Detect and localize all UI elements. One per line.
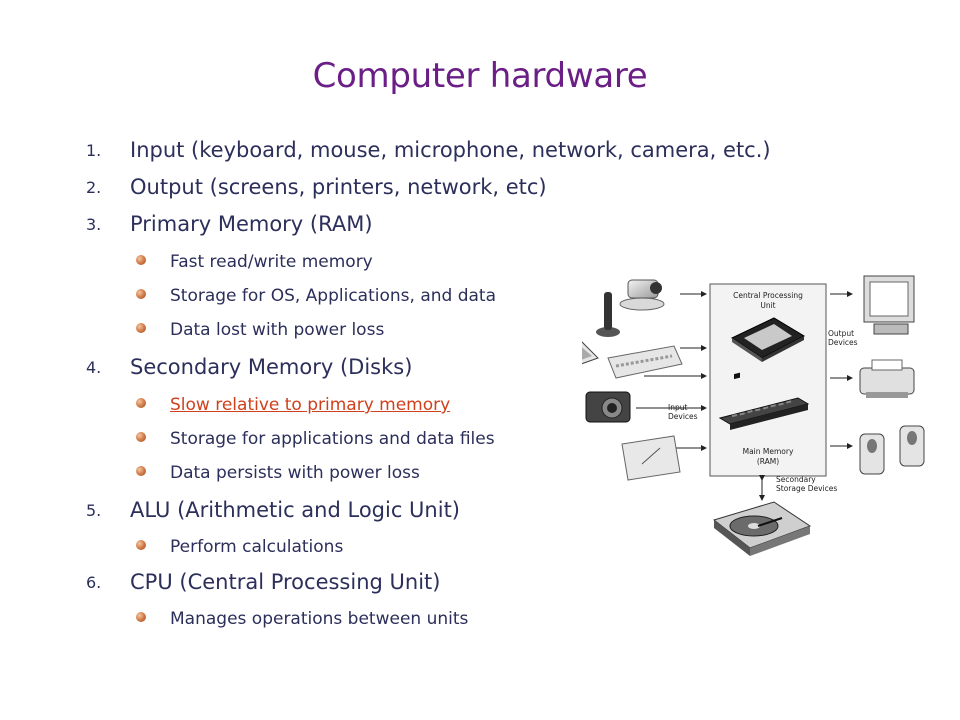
sub-item-text: Storage for OS, Applications, and data: [170, 286, 497, 306]
input-label-line2: Devices: [668, 412, 698, 421]
joystick-icon: [596, 292, 620, 337]
ram-stick-icon: [718, 372, 810, 430]
item-text: Primary Memory (RAM): [130, 212, 373, 236]
item-number: 6.: [86, 573, 102, 592]
list-item: 2. Output (screens, printers, network, et…: [86, 175, 547, 199]
sub-item: Perform calculations: [136, 537, 343, 557]
cpu-label-line2: Unit: [760, 301, 775, 310]
list-item: 1. Input (keyboard, mouse, microphone, ne…: [86, 138, 771, 162]
item-number: 5.: [86, 501, 102, 520]
sub-item: Slow relative to primary memory: [136, 395, 450, 415]
sub-item-text: Perform calculations: [170, 537, 344, 557]
item-number: 2.: [86, 178, 102, 197]
bullet-icon: [136, 540, 146, 550]
list-item: 4. Secondary Memory (Disks): [86, 355, 412, 379]
sub-item: Fast read/write memory: [136, 252, 373, 272]
sub-item-text: Data persists with power loss: [170, 463, 420, 483]
output-arrows: [830, 291, 853, 449]
sub-item-text: Manages operations between units: [170, 609, 469, 629]
main-memory-label-line2: (RAM): [757, 457, 779, 466]
printer-icon: [859, 359, 915, 398]
bullet-icon: [136, 466, 146, 476]
sub-item: Storage for applications and data files: [136, 429, 495, 449]
bullet-icon: [136, 398, 146, 408]
bullet-icon: [136, 323, 146, 333]
sub-item: Data lost with power loss: [136, 320, 384, 340]
sub-item: Manages operations between units: [136, 609, 468, 629]
link-slow-relative[interactable]: Slow relative to primary memory: [170, 395, 451, 415]
bullet-icon: [136, 432, 146, 442]
list-item: 3. Primary Memory (RAM): [86, 212, 373, 236]
sub-item-text: Fast read/write memory: [170, 252, 373, 272]
item-text: Input (keyboard, mouse, microphone, netw…: [130, 138, 771, 162]
bullet-icon: [136, 255, 146, 265]
sub-item-text: Storage for applications and data files: [170, 429, 495, 449]
sub-item: Data persists with power loss: [136, 463, 420, 483]
tablet-icon: [621, 435, 681, 481]
sub-item: Storage for OS, Applications, and data: [136, 286, 496, 306]
item-text: Secondary Memory (Disks): [130, 355, 413, 379]
output-label-line1: Output: [828, 329, 854, 338]
input-arrows: [636, 291, 707, 451]
sub-item-text: Data lost with power loss: [170, 320, 385, 340]
cpu-memory-box: [709, 283, 827, 477]
keyboard-icon: [607, 345, 683, 379]
scanner-icon: [582, 341, 599, 365]
slide-title: Computer hardware: [312, 56, 648, 96]
list-item: 6. CPU (Central Processing Unit): [86, 570, 440, 594]
item-number: 1.: [86, 141, 102, 160]
hard-disk-icon: [712, 501, 812, 556]
bullet-icon: [136, 289, 146, 299]
item-text: ALU (Arithmetic and Logic Unit): [130, 498, 460, 522]
secondary-label-line1: Secondary: [776, 475, 816, 484]
hardware-diagram: Central Processing Unit Main Memory (RAM…: [582, 275, 925, 556]
monitor-icon: [863, 275, 915, 335]
main-memory-label-line1: Main Memory: [743, 447, 794, 456]
output-label-line2: Devices: [828, 338, 858, 347]
list-item: 5. ALU (Arithmetic and Logic Unit): [86, 498, 460, 522]
cpu-chip-icon: [730, 317, 806, 362]
webcam-icon: [619, 279, 665, 311]
camera-icon: [585, 391, 631, 423]
speakers-icon: [859, 425, 925, 475]
secondary-label-line2: Storage Devices: [776, 484, 837, 493]
item-number: 4.: [86, 358, 102, 377]
cpu-label-line1: Central Processing: [733, 291, 803, 300]
bullet-icon: [136, 612, 146, 622]
input-label-line1: Input: [668, 403, 687, 412]
item-text: CPU (Central Processing Unit): [130, 570, 441, 594]
item-number: 3.: [86, 215, 102, 234]
item-text: Output (screens, printers, network, etc): [130, 175, 547, 199]
